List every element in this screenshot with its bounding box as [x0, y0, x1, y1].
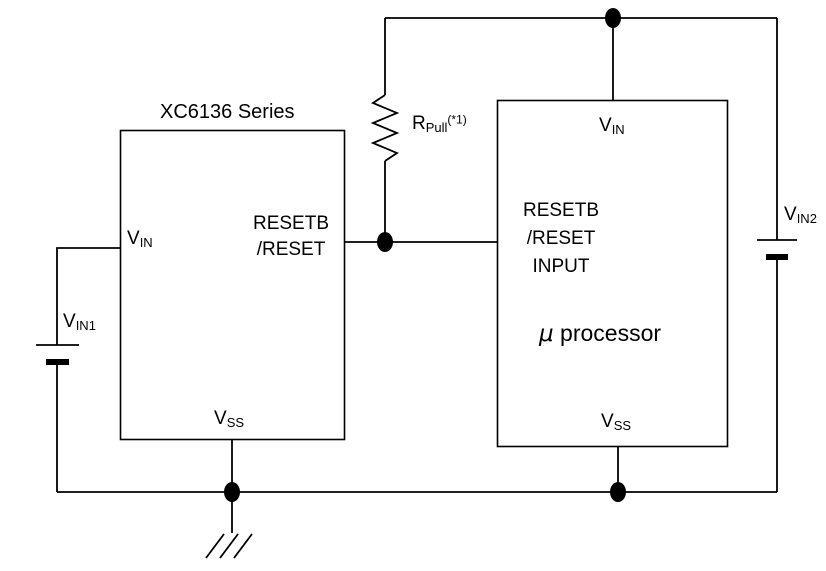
junction-dot-top — [605, 8, 621, 28]
wire-left-upper — [56, 247, 120, 345]
proc-reset-input-label: RESETB /RESET INPUT — [522, 200, 600, 277]
vin1-supply-label: VIN1 — [63, 311, 96, 333]
processor-box — [496, 99, 729, 448]
resistor-zigzag — [370, 94, 400, 162]
chip-title: XC6136 Series — [160, 101, 295, 123]
junction-dot-ground — [224, 482, 240, 502]
pullup-resistor-label: RPull(*1) — [412, 112, 467, 135]
proc-vss-label: VSS — [601, 411, 632, 433]
proc-name-label: μ processor — [539, 320, 662, 347]
junction-dot-proc-vss — [610, 482, 626, 502]
proc-vin-label: VIN — [599, 115, 625, 137]
chip-vss-label: VSS — [214, 408, 245, 430]
chip-vin-label: VIN — [127, 228, 153, 250]
ground-icon — [205, 533, 253, 559]
junction-dot-resetb — [377, 232, 393, 252]
vin2-supply-label: VIN2 — [784, 204, 817, 226]
chip-resetb-label: RESETB /RESET — [252, 213, 330, 260]
xc6136-box — [119, 129, 346, 441]
